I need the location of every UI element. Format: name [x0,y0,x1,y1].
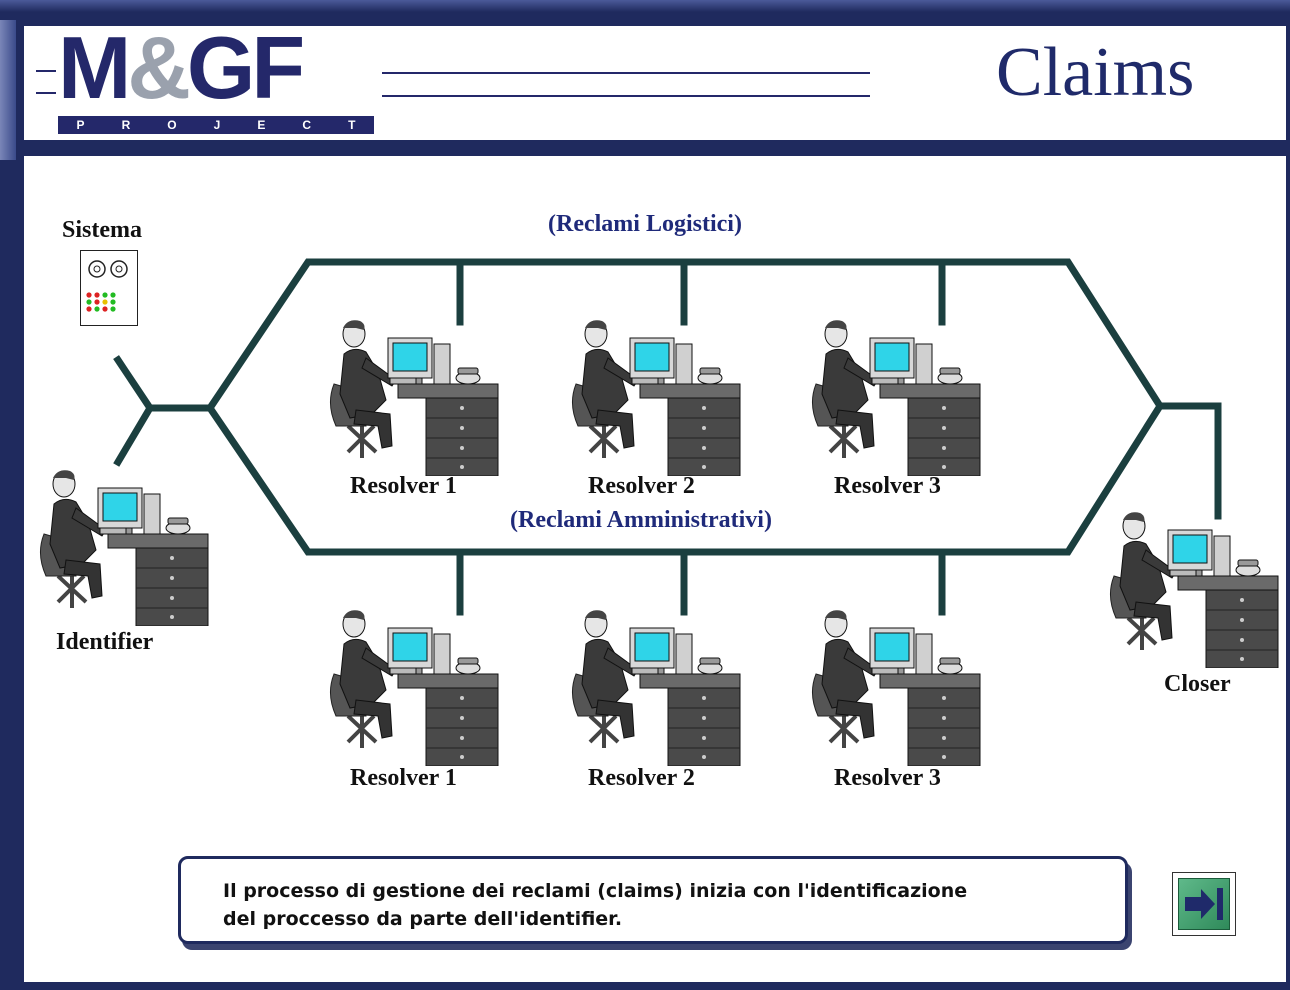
top-resolver-2-worker-icon [568,314,744,481]
top-resolver-3-worker-icon [808,314,984,481]
logo-letter: E [257,118,266,132]
diagram-panel [24,156,1286,982]
logo-letter: R [121,118,131,132]
logo-letter: T [348,118,356,132]
sistema-label: Sistema [62,217,142,243]
bottom-resolver-2-label: Resolver 2 [588,765,695,791]
top-resolver-1-label: Resolver 1 [350,473,457,499]
next-arrow-icon [1178,878,1230,930]
closer-worker-icon [1106,506,1282,673]
bottom-resolver-3-worker-icon [808,604,984,771]
frame-decoration [0,20,16,160]
identifier-label: Identifier [56,629,154,655]
top-resolver-2-label: Resolver 2 [588,473,695,499]
logo-letter: J [213,118,221,132]
next-button[interactable] [1172,872,1236,936]
bottom-resolver-3-label: Resolver 3 [834,765,941,791]
caption-text: Il processo di gestione dei reclami (cla… [223,877,1103,933]
page-title: Claims [996,34,1195,111]
caption-line-1: Il processo di gestione dei reclami (cla… [223,880,968,902]
logo-project-bar: P R O J E C T [58,116,374,134]
bottom-resolver-1-label: Resolver 1 [350,765,457,791]
top-resolver-3-label: Resolver 3 [834,473,941,499]
bottom-resolver-1-worker-icon [326,604,502,771]
window-frame-top [0,0,1290,12]
reclami-amministrativi-label: (Reclami Amministrativi) [510,507,772,533]
caption-box: Il processo di gestione dei reclami (cla… [178,856,1128,944]
mgf-project-logo: M&GF P R O J E C T [36,24,376,140]
header-rule [382,95,870,97]
logo-text: M&GF [58,18,305,117]
logo-dash [36,92,56,94]
closer-label: Closer [1164,671,1231,697]
reclami-logistici-label: (Reclami Logistici) [548,211,742,237]
bottom-resolver-2-worker-icon [568,604,744,771]
logo-letter: C [302,118,312,132]
logo-dash [36,70,56,72]
identifier-worker-icon [36,464,212,631]
sistema-server-icon [80,250,138,326]
logo-letter: O [167,118,177,132]
header-rule [382,72,870,74]
top-resolver-1-worker-icon [326,314,502,481]
logo-letter: P [76,118,85,132]
caption-line-2: del proccesso da parte dell'identifier. [223,908,623,930]
